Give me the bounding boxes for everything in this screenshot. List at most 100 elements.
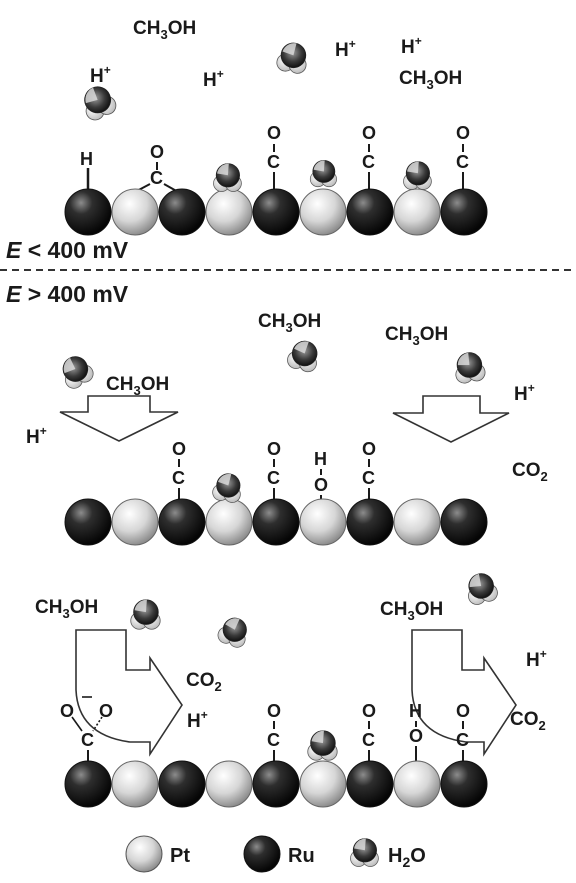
- linear-co: O C: [172, 439, 186, 504]
- ru-atom: [252, 188, 300, 236]
- water-molecule: [468, 573, 498, 605]
- svg-text:C: C: [362, 730, 375, 750]
- ru-atom: [346, 188, 394, 236]
- proton-label: H+: [26, 424, 47, 448]
- water-molecule: [213, 163, 242, 192]
- svg-text:O: O: [456, 701, 470, 721]
- ru-atom: [252, 498, 300, 546]
- methanol-label: CH3OH: [35, 597, 98, 621]
- svg-text:C: C: [362, 152, 375, 172]
- proton-label: H+: [526, 647, 547, 671]
- svg-text:O: O: [267, 701, 281, 721]
- water-molecule: [84, 86, 117, 121]
- ru-atom: [252, 760, 300, 808]
- linear-co: O C: [362, 701, 376, 766]
- ru-atom: [64, 188, 112, 236]
- svg-text:C: C: [456, 152, 469, 172]
- water-molecule: [212, 473, 241, 503]
- linear-co: O C: [456, 701, 470, 766]
- pt-atom: [205, 760, 253, 808]
- methanol-label: CH3OH: [380, 599, 443, 623]
- linear-co: O C: [362, 439, 376, 504]
- potential-low-label: E < 400 mV: [6, 237, 129, 263]
- water-molecule: [307, 730, 338, 761]
- pt-atom: [111, 498, 159, 546]
- co2-label: CO2: [512, 460, 548, 484]
- svg-text:O: O: [60, 701, 74, 721]
- svg-text:C: C: [456, 730, 469, 750]
- methanol-label: CH3OH: [385, 324, 448, 348]
- svg-text:C: C: [267, 152, 280, 172]
- water-molecule: [276, 42, 307, 74]
- adsorption-arrow: [59, 395, 179, 442]
- catalyst-surfaces: [64, 188, 488, 808]
- proton-label: H+: [187, 708, 208, 732]
- svg-text:C: C: [172, 468, 185, 488]
- water-molecule: [403, 161, 432, 190]
- proton-label: H+: [401, 34, 422, 58]
- svg-text:C: C: [362, 468, 375, 488]
- svg-text:H: H: [314, 449, 327, 469]
- water-molecule: [62, 356, 94, 389]
- hydroxyl-group: H O: [314, 449, 328, 504]
- pt-atom: [205, 498, 253, 546]
- water-molecules: [62, 42, 498, 761]
- co2-label: CO2: [510, 709, 546, 733]
- proton-label: H+: [514, 381, 535, 405]
- svg-text:O: O: [267, 123, 281, 143]
- svg-text:H: H: [409, 701, 422, 721]
- adsorbed-h-atom: H: [80, 149, 93, 169]
- pt-atom: [299, 498, 347, 546]
- proton-label: H+: [335, 37, 356, 61]
- water-molecule: [350, 838, 379, 867]
- pt-atom: [111, 188, 159, 236]
- pt-atom: [299, 760, 347, 808]
- legend-water-swatch: [350, 838, 379, 867]
- svg-text:O: O: [314, 475, 328, 495]
- bridge-co-carbon: C: [150, 168, 163, 188]
- proton-label: H+: [90, 63, 111, 87]
- ru-atom: [64, 498, 112, 546]
- svg-text:C: C: [267, 730, 280, 750]
- ru-atom: [64, 760, 112, 808]
- svg-text:O: O: [362, 123, 376, 143]
- pt-atom: [205, 188, 253, 236]
- pt-atom: [393, 760, 441, 808]
- svg-text:C: C: [267, 468, 280, 488]
- ru-atom: [158, 498, 206, 546]
- svg-text:O: O: [362, 439, 376, 459]
- water-molecule: [309, 160, 337, 188]
- pt-atom: [299, 188, 347, 236]
- water-molecule: [287, 340, 318, 373]
- co2-label: CO2: [186, 670, 222, 694]
- legend-water-label: H2O: [388, 845, 426, 870]
- potential-high-label: E > 400 mV: [6, 281, 129, 307]
- linear-co: O C: [267, 439, 281, 504]
- methanol-label: CH3OH: [258, 311, 321, 335]
- linear-co: O C: [267, 701, 281, 766]
- ru-atom: [440, 760, 488, 808]
- legend-pt-label: Pt: [170, 845, 190, 867]
- svg-text:O: O: [456, 123, 470, 143]
- adsorption-arrow: [392, 395, 510, 443]
- linear-co: O C: [362, 123, 376, 190]
- desorption-arrow: [75, 629, 183, 757]
- legend-ru-swatch: [243, 835, 281, 873]
- ru-atom: [440, 188, 488, 236]
- ru-atom: [158, 188, 206, 236]
- methanol-label: CH3OH: [106, 374, 169, 398]
- svg-text:O: O: [409, 726, 423, 746]
- desorption-arrow: [411, 629, 517, 757]
- methanol-label: CH3OH: [399, 68, 462, 92]
- pt-atom: [111, 760, 159, 808]
- water-molecule: [130, 599, 161, 630]
- svg-text:O: O: [99, 701, 113, 721]
- linear-co: O C: [456, 123, 470, 190]
- ru-atom: [440, 498, 488, 546]
- bridge-co-oxygen: O: [150, 142, 164, 162]
- svg-text:O: O: [172, 439, 186, 459]
- methanol-label: CH3OH: [133, 18, 196, 42]
- linear-co: O C: [267, 123, 281, 190]
- svg-text:O: O: [362, 701, 376, 721]
